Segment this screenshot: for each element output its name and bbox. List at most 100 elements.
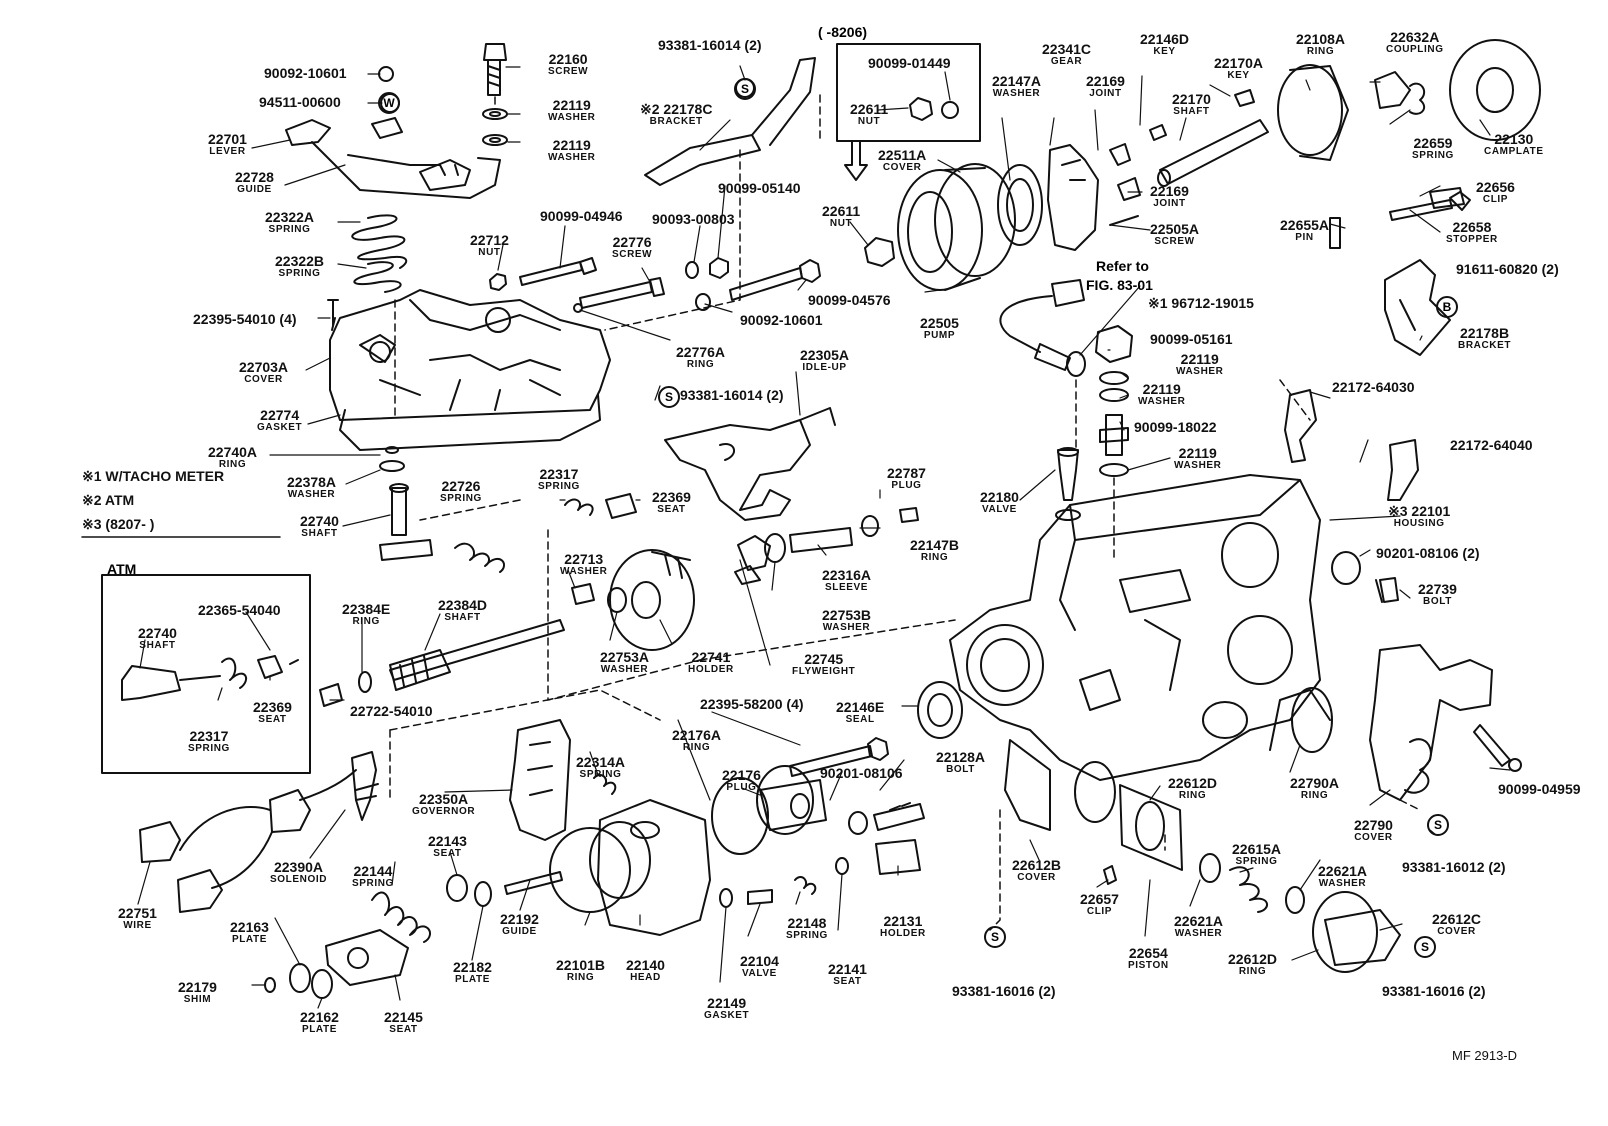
part-label: 90201-08106 (2) [1376, 545, 1480, 561]
bracket-22172 [1284, 389, 1419, 501]
w-marker: W [378, 92, 400, 114]
note-atm: ※2 ATM [82, 492, 135, 508]
part-label: 90099-04576 [808, 292, 891, 308]
atm-inset [101, 574, 311, 774]
part-label: 90099-04959 [1498, 781, 1581, 797]
solenoid-wire [139, 751, 379, 913]
part-label: 90099-18022 [1134, 419, 1217, 435]
part-label: 93381-16012 (2) [1402, 859, 1506, 875]
part-label: 22365-54040 [198, 602, 281, 618]
s-marker: S [1414, 936, 1436, 958]
plug-washers-right [1095, 325, 1133, 477]
part-label: 22172-64030 [1332, 379, 1415, 395]
atm-box-title: ATM [107, 561, 137, 577]
lever-guide-bracket [285, 66, 501, 199]
screw-22160-washers [482, 43, 508, 146]
piston-22654 [1074, 761, 1401, 973]
diagram-code: MF 2913-D [1452, 1048, 1518, 1063]
part-label: ※1 96712-19015 [1148, 295, 1254, 311]
drive-shaft-camplate [1109, 39, 1541, 226]
part-label: 93381-16016 (2) [952, 983, 1056, 999]
part-label: 93381-16016 (2) [1382, 983, 1486, 999]
cover-22703A [327, 289, 611, 451]
part-label: 90201-08106 [820, 765, 903, 781]
refer-to-text: Refer to [1096, 258, 1149, 274]
s-marker: S [984, 926, 1006, 948]
note-tacho-meter: ※1 W/TACHO METER [82, 468, 225, 484]
part-label: 90099-01449 [868, 55, 951, 71]
part-label: 91611-60820 (2) [1456, 261, 1559, 277]
part-label: 90092-10601 [264, 65, 347, 81]
note-serial-range: ※3 (8207- ) [82, 516, 155, 532]
s-marker: S [1427, 814, 1449, 836]
leader-lines [137, 65, 1511, 1009]
head-22140 [549, 765, 827, 936]
nut-22611 [864, 237, 895, 267]
seal-22146E [789, 681, 963, 777]
part-label: 90099-04946 [540, 208, 623, 224]
shaft-22384D [319, 619, 565, 707]
part-label: 22172-64040 [1450, 437, 1533, 453]
bolts-row [489, 257, 821, 313]
part-label: 94511-00600 [259, 94, 341, 110]
bolt-22739 [1331, 551, 1399, 603]
frame-range-text: ( -8206) [818, 24, 868, 40]
bracket-22178B [1329, 187, 1471, 356]
